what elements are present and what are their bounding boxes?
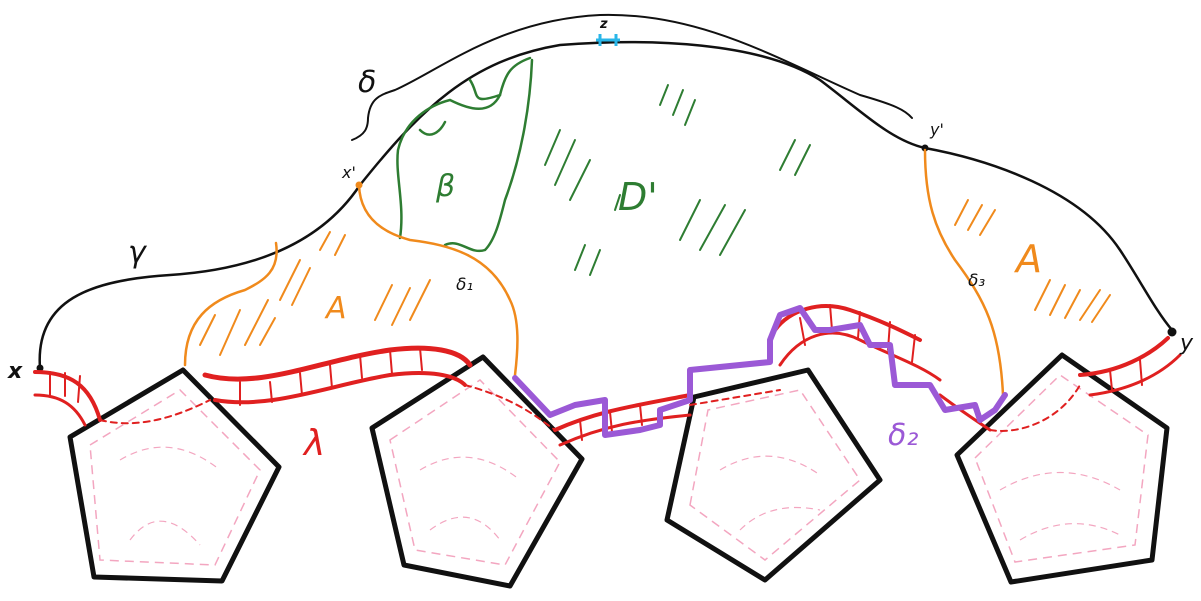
gamma-curve [38, 40, 1174, 370]
label-delta-3: δ₃ [968, 271, 985, 291]
point-y-prime [921, 144, 929, 152]
pentagon-4 [954, 352, 1170, 585]
lambda-tube [33, 304, 1182, 447]
label-y: y [1179, 331, 1194, 356]
point-y [1167, 327, 1177, 337]
label-x-prime: x' [341, 163, 356, 182]
label-x: x [7, 359, 23, 384]
pentagon-3 [664, 367, 883, 583]
label-lambda: λ [302, 423, 325, 464]
label-y-prime: y' [929, 120, 944, 139]
d-prime-hatching [544, 84, 811, 276]
label-a-right: A [1013, 237, 1042, 281]
pentagon-1 [67, 367, 282, 584]
point-x [36, 364, 44, 372]
pentagon-2 [369, 354, 585, 589]
label-z: z [599, 17, 608, 32]
label-delta: δ [358, 65, 376, 100]
orange-boundaries [183, 148, 1005, 397]
delta-brace [351, 13, 913, 141]
delta-2-path [512, 305, 1008, 438]
label-a-left: A [324, 291, 347, 326]
label-beta: β [435, 169, 455, 204]
label-delta-2: δ₂ [888, 418, 918, 453]
beta-region [396, 56, 534, 253]
a-left-hatching [199, 231, 431, 356]
label-delta-1: δ₁ [456, 275, 473, 295]
z-marker [596, 34, 620, 46]
a-right-hatching [954, 199, 1111, 323]
label-d-prime: D' [618, 175, 658, 219]
label-gamma: γ [128, 235, 148, 270]
